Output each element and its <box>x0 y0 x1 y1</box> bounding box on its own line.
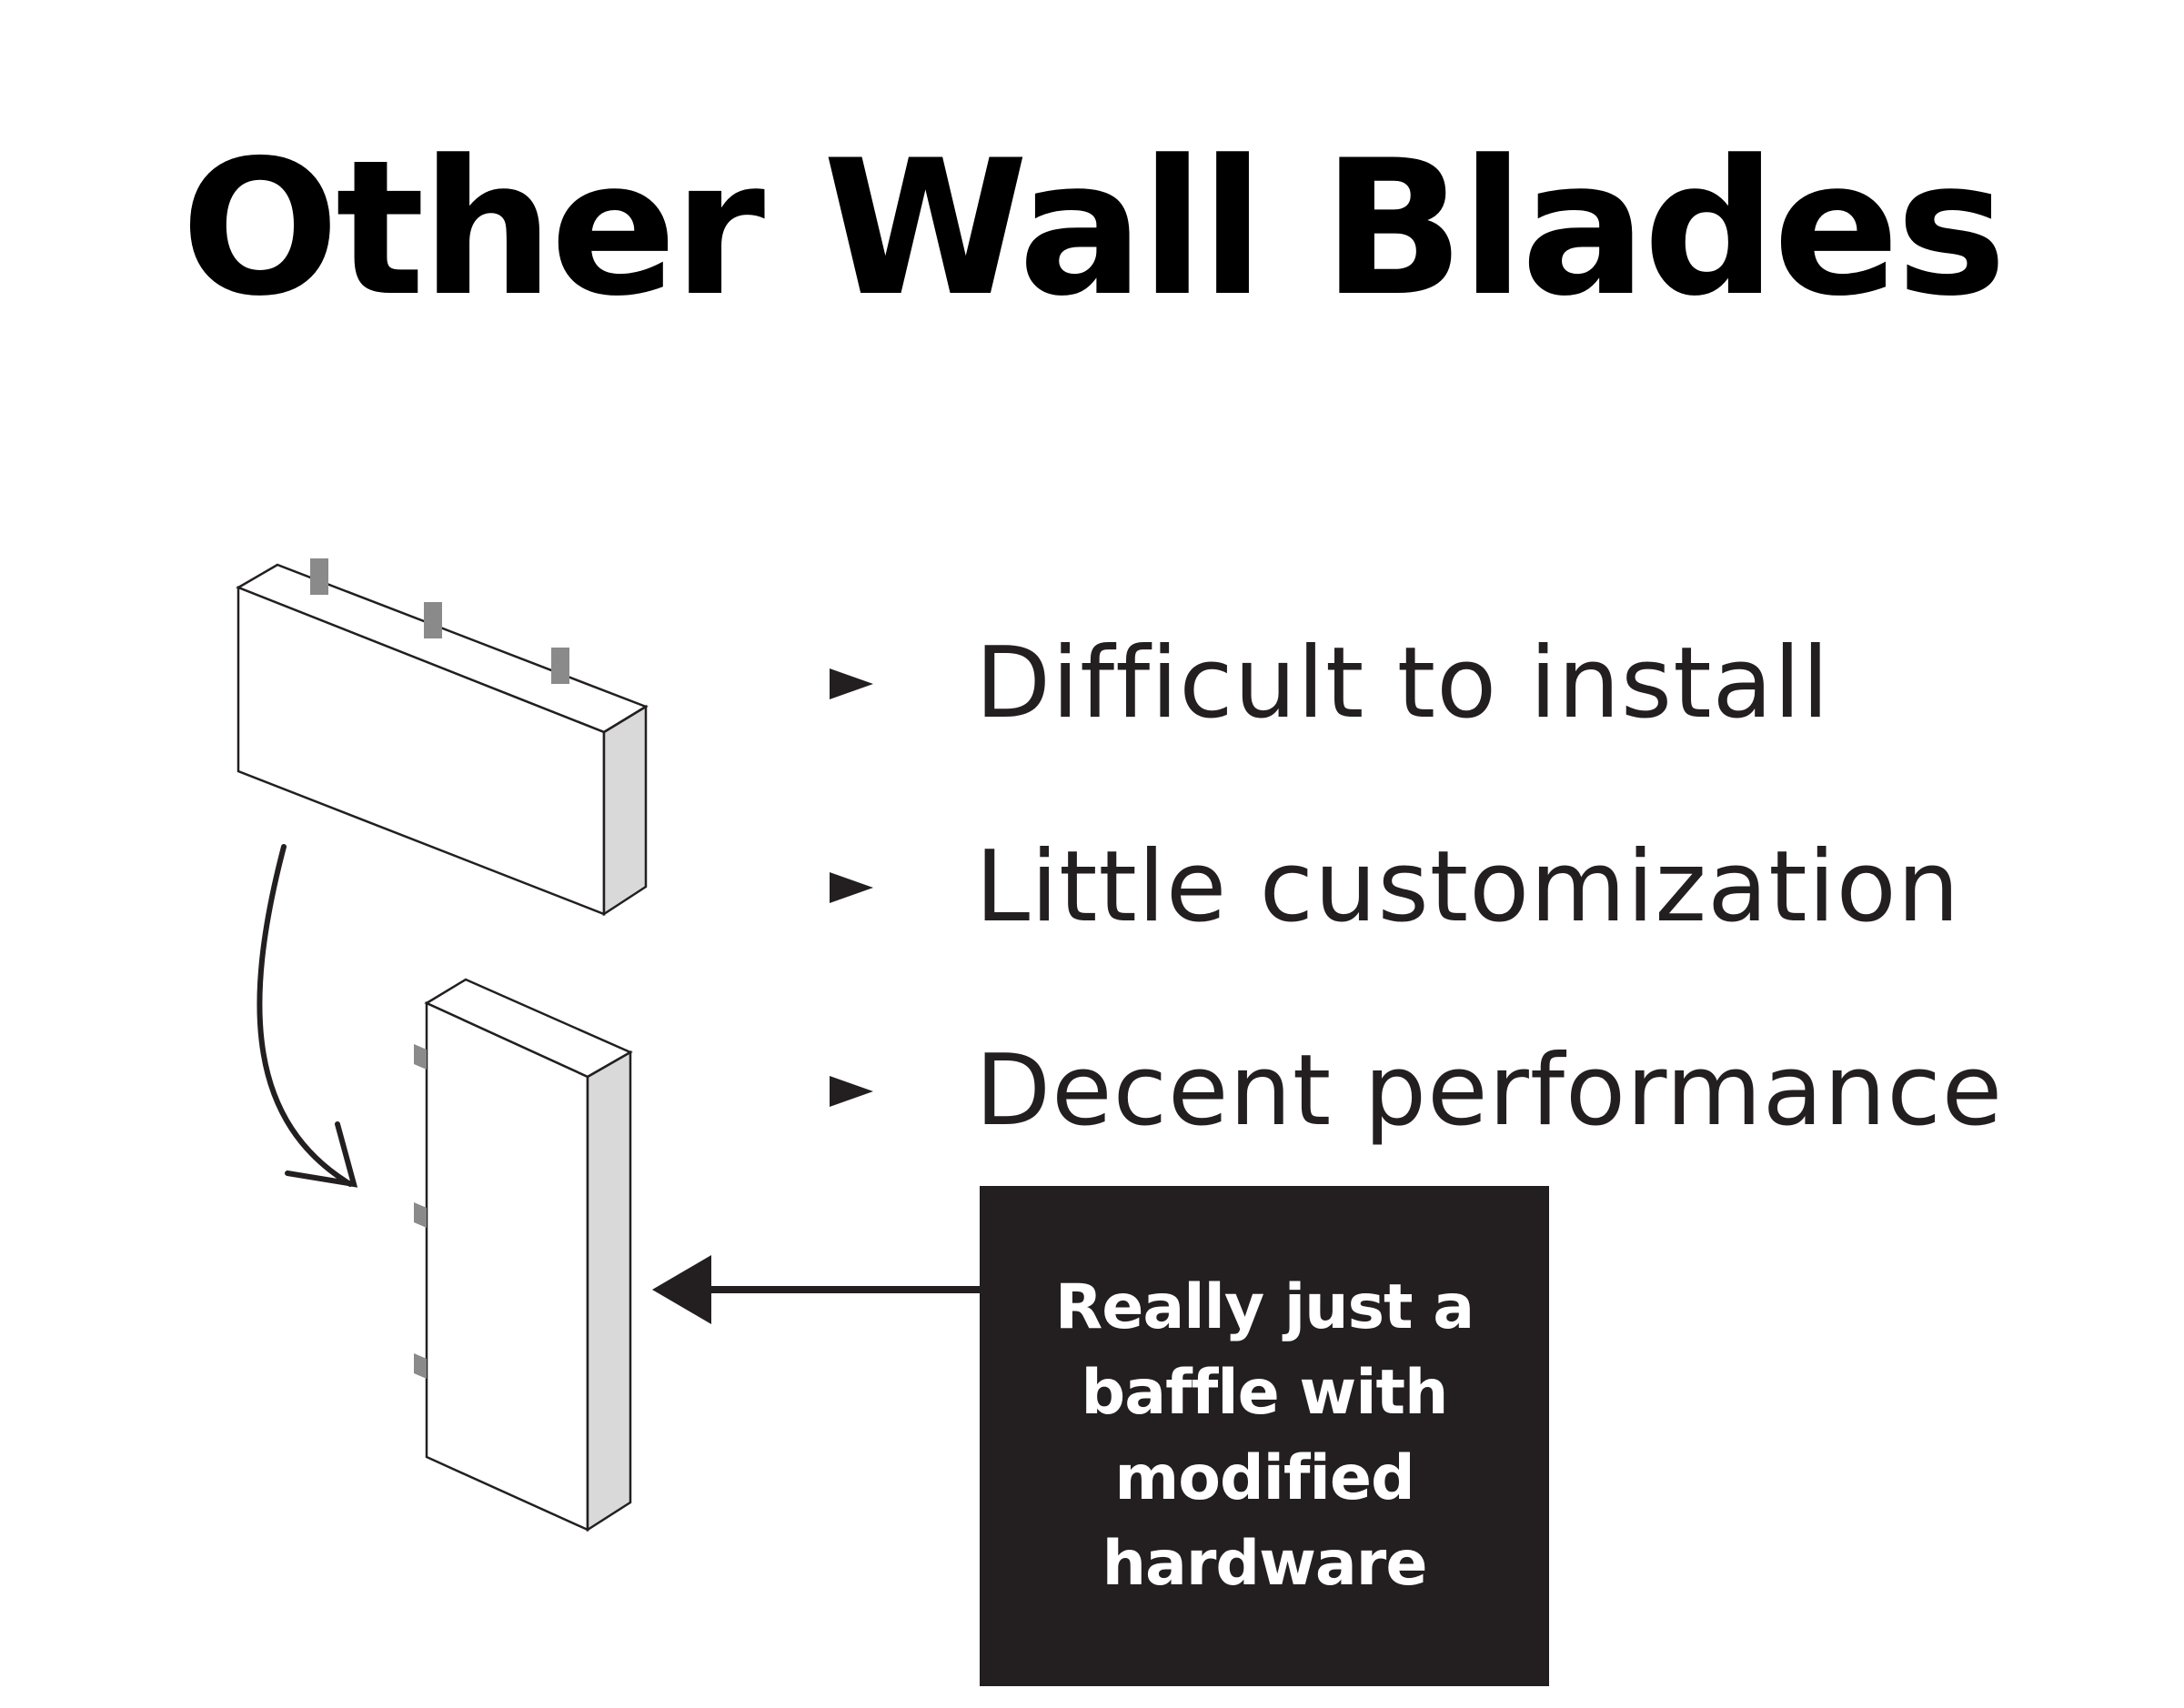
hardware-tab <box>414 1044 427 1070</box>
curved-arrow-icon <box>257 844 358 1188</box>
triangle-right-icon <box>819 859 875 916</box>
vertical-blade <box>414 978 633 1532</box>
horizontal-blade-side-face <box>602 704 648 917</box>
horizontal-blade <box>236 558 649 917</box>
vertical-blade-side-face <box>586 1050 632 1532</box>
hardware-tab <box>310 558 328 595</box>
triangle-right-icon <box>819 656 875 712</box>
hardware-tab <box>414 1202 427 1228</box>
list-item: Little customization <box>819 786 2003 990</box>
bullet-text: Difficult to install <box>975 627 1830 740</box>
callout-text: Really just a baffle with modified hardw… <box>1054 1271 1474 1600</box>
hardware-tab <box>551 648 569 684</box>
bullet-text: Little customization <box>975 830 1961 944</box>
slide-title: Other Wall Blades <box>180 121 2007 337</box>
hardware-tab <box>414 1353 427 1379</box>
hardware-tab <box>424 602 442 638</box>
list-item: Decent performance <box>819 990 2003 1193</box>
bullet-text: Decent performance <box>975 1034 2004 1148</box>
vertical-blade-front-face <box>425 1001 589 1532</box>
left-arrow-icon <box>652 1255 980 1324</box>
horizontal-blade-top-face <box>236 563 649 734</box>
horizontal-blade-front-face <box>237 586 606 916</box>
callout-box: Really just a baffle with modified hardw… <box>980 1186 1549 1686</box>
bullet-list: Difficult to install Little customizatio… <box>819 582 2003 1193</box>
vertical-blade-top-face <box>424 978 633 1079</box>
list-item: Difficult to install <box>819 582 2003 786</box>
triangle-right-icon <box>819 1063 875 1120</box>
